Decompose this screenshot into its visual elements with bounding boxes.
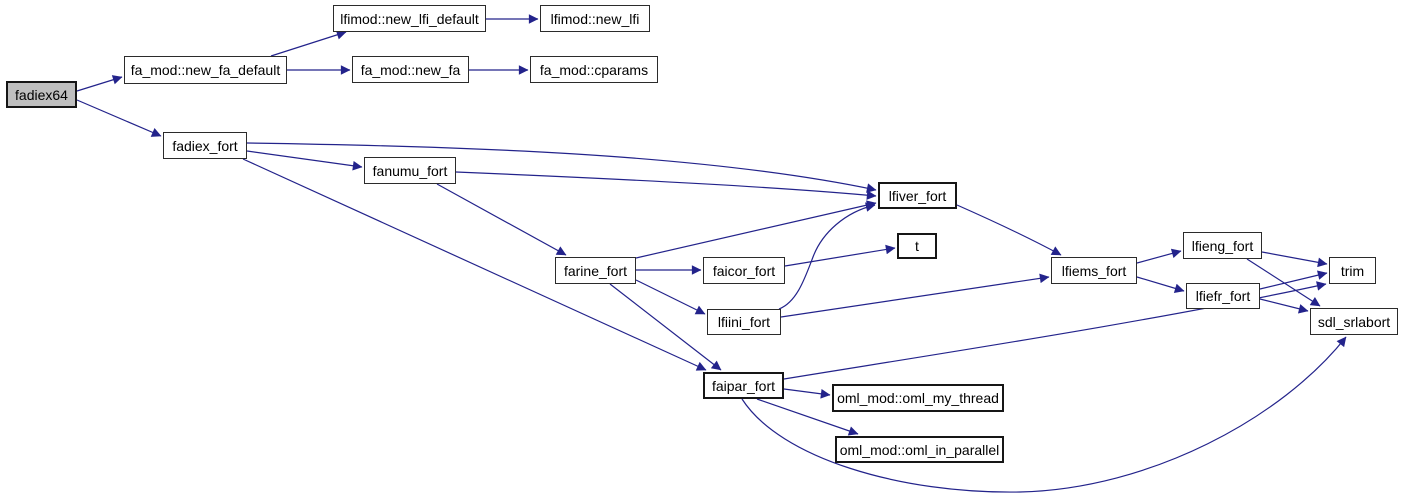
edge-fa_mod_new_fa_default--lfimod_new_lfi_default: [270, 30, 347, 57]
node-sdl_srlabort[interactable]: sdl_srlabort: [1310, 308, 1398, 335]
node-fadiex64: fadiex64: [6, 81, 77, 108]
edge-faicor_fort--t: [784, 244, 896, 267]
edge-fanumu_fort--farine_fort: [436, 183, 567, 256]
edge-lfiini_fort--lfiems_fort: [780, 273, 1050, 318]
edge-group: [76, 14, 1347, 493]
node-farine_fort[interactable]: farine_fort: [555, 257, 636, 284]
edge-lfiini_fort--lfiver_fort: [778, 202, 876, 310]
edge-lfiefr_fort--sdl_srlabort: [1259, 298, 1309, 314]
node-faicor_fort[interactable]: faicor_fort: [703, 257, 785, 284]
node-lfieng_fort[interactable]: lfieng_fort: [1183, 232, 1262, 259]
edge-lfieng_fort--sdl_srlabort: [1246, 258, 1321, 307]
node-t[interactable]: t: [897, 233, 937, 259]
node-lfimod_new_lfi_default[interactable]: lfimod::new_lfi_default: [333, 5, 486, 32]
node-trim[interactable]: trim: [1329, 257, 1376, 284]
edge-faipar_fort--oml_mod_oml_my_thread: [783, 388, 831, 399]
node-oml_mod_oml_my_thread[interactable]: oml_mod::oml_my_thread: [832, 384, 1004, 412]
edge-lfieng_fort--trim: [1261, 251, 1328, 268]
node-fa_mod_cparams[interactable]: fa_mod::cparams: [530, 56, 658, 83]
node-faipar_fort[interactable]: faipar_fort: [703, 372, 784, 399]
edge-fanumu_fort--lfiver_fort: [455, 171, 877, 200]
edge-fadiex64--fa_mod_new_fa_default: [76, 75, 123, 92]
edge-farine_fort--lfiini_fort: [635, 279, 706, 315]
node-fadiex_fort[interactable]: fadiex_fort: [163, 132, 247, 159]
edge-lfiems_fort--lfiefr_fort: [1136, 276, 1185, 293]
node-fa_mod_new_fa_default[interactable]: fa_mod::new_fa_default: [124, 56, 287, 84]
edge-farine_fort--lfiver_fort: [635, 200, 877, 259]
edge-fadiex64--fadiex_fort: [76, 99, 162, 137]
node-lfiver_fort[interactable]: lfiver_fort: [878, 182, 957, 209]
edge-faipar_fort--sdl_srlabort: [741, 336, 1347, 493]
node-lfiini_fort[interactable]: lfiini_fort: [707, 309, 781, 335]
node-oml_mod_oml_in_parallel[interactable]: oml_mod::oml_in_parallel: [835, 436, 1004, 463]
node-lfiems_fort[interactable]: lfiems_fort: [1051, 257, 1137, 284]
edge-lfiver_fort--lfiems_fort: [956, 204, 1062, 256]
node-fanumu_fort[interactable]: fanumu_fort: [364, 157, 456, 184]
node-lfiefr_fort[interactable]: lfiefr_fort: [1186, 283, 1260, 309]
edge-lfiefr_fort--trim: [1259, 270, 1328, 290]
edge-lfiems_fort--lfieng_fort: [1136, 248, 1182, 264]
edge-fadiex_fort--lfiver_fort: [246, 142, 877, 193]
edge-faipar_fort--oml_mod_oml_in_parallel: [756, 398, 859, 436]
edge-fadiex_fort--faipar_fort: [242, 158, 707, 371]
node-lfimod_new_lfi[interactable]: lfimod::new_lfi: [540, 5, 650, 32]
edge-fadiex_fort--fanumu_fort: [246, 150, 363, 171]
edge-farine_fort--faipar_fort: [609, 283, 722, 371]
node-fa_mod_new_fa[interactable]: fa_mod::new_fa: [352, 56, 469, 83]
